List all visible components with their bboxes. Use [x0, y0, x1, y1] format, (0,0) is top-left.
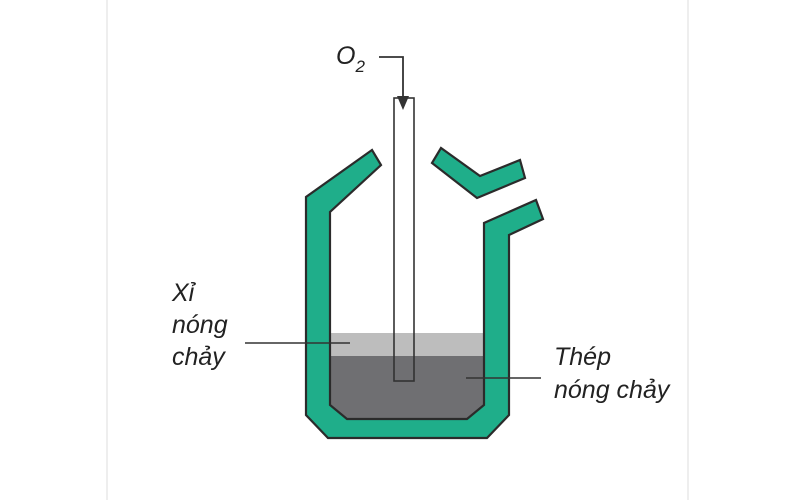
oxygen-label: O2 [336, 42, 365, 76]
molten-steel-pool [330, 356, 485, 419]
furnace-lid-right [430, 146, 527, 200]
oxygen-symbol: O [336, 42, 355, 70]
steel-label-line-2: nóng chảy [554, 376, 671, 404]
furnace-wall [304, 148, 545, 440]
oxygen-arrow-head [397, 96, 409, 110]
oxygen-subscript: 2 [354, 57, 365, 76]
slag-label-line-3: chảy [172, 343, 226, 371]
slag-label-line-1: Xỉ [171, 279, 197, 307]
oxygen-inlet-line [379, 56, 404, 100]
slag-layer [330, 333, 485, 356]
slag-label-line-2: nóng [172, 311, 228, 339]
steel-label-line-1: Thép [554, 343, 611, 371]
